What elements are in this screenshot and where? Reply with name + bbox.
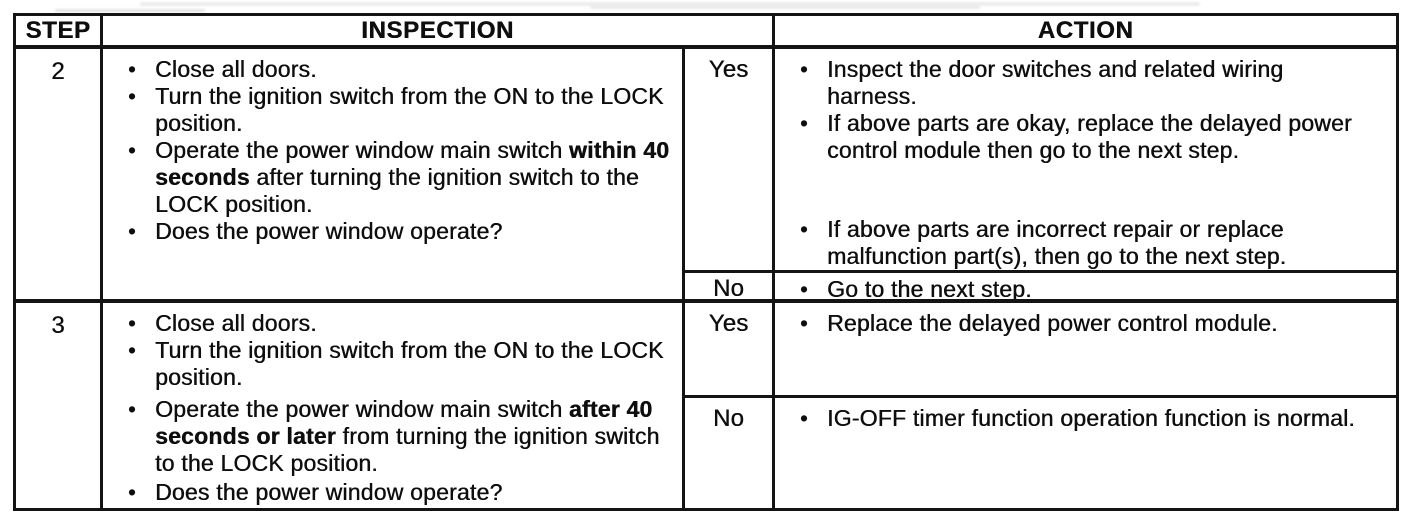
bullet-icon [800,216,827,243]
header-inspection: INSPECTION [103,16,775,49]
header-action: ACTION [775,16,1396,49]
action-text: IG-OFF timer function operation function… [827,405,1355,431]
bullet-icon [128,396,155,423]
no-action-cell-step-3: IG-OFF timer function operation function… [775,398,1396,508]
scan-artifact [590,6,980,9]
bullet-icon [128,218,155,245]
inspection-text: Does the power window operate? [155,218,503,244]
yes-action-cell-step-2: Inspect the door switches and related wi… [775,49,1396,273]
list-item: Turn the ignition switch from the ON to … [128,337,676,391]
yes-label: Yes [685,303,775,398]
list-item: Does the power window operate? [128,479,676,506]
yes-label: Yes [685,49,775,273]
inspection-cell-step-3: Close all doors. Turn the ignition switc… [103,303,685,508]
inspection-text-bold: within 40 seconds [155,137,670,190]
list-item: Replace the delayed power control module… [800,310,1390,337]
no-label: No [685,398,775,508]
list-item: If above parts are incorrect repair or r… [800,216,1390,270]
inspection-text-bold: after 40 seconds or later [155,396,653,449]
list-item: IG-OFF timer function operation function… [800,405,1390,432]
bullet-icon [800,56,827,83]
bullet-icon [128,337,155,364]
list-item: If above parts are okay, replace the del… [800,110,1390,164]
list-item: Operate the power window main switch wit… [128,137,676,218]
step-number-cell: 2 [16,49,103,303]
list-item: Operate the power window main switch aft… [128,396,676,477]
bullet-icon [128,56,155,83]
inspection-text: Operate the power window main switch aft… [155,396,675,477]
no-label: No [685,273,775,303]
action-text: If above parts are okay, replace the del… [827,110,1352,163]
inspection-text-pre: Operate the power window main switch [155,396,569,422]
troubleshooting-table: STEP INSPECTION ACTION 2 Close all doors… [13,13,1399,511]
bullet-icon [800,110,827,137]
list-item: Go to the next step. [800,276,1390,302]
bullet-icon [128,479,155,506]
action-text: If above parts are incorrect repair or r… [827,216,1287,269]
inspection-text: Turn the ignition switch from the ON to … [155,83,664,136]
bullet-icon [800,310,827,337]
inspection-text: Operate the power window main switch wit… [155,137,675,218]
inspection-text: Turn the ignition switch from the ON to … [155,337,664,390]
inspection-text: Close all doors. [155,310,317,336]
scan-artifact [55,9,205,12]
header-step: STEP [16,16,103,49]
inspection-cell-step-2: Close all doors. Turn the ignition switc… [103,49,685,303]
inspection-text-post: from turning the ignition switch to the … [155,423,660,476]
inspection-text-pre: Operate the power window main switch [155,137,569,163]
action-text: Replace the delayed power control module… [827,310,1278,336]
list-item: Close all doors. [128,56,676,83]
yes-action-cell-step-3: Replace the delayed power control module… [775,303,1396,398]
action-text: Inspect the door switches and related wi… [827,56,1284,109]
list-item: Close all doors. [128,310,676,337]
list-item: Does the power window operate? [128,218,676,245]
inspection-text-post: after turning the ignition switch to the… [155,164,639,217]
bullet-icon [128,137,155,164]
list-item: Turn the ignition switch from the ON to … [128,83,676,137]
bullet-icon [128,310,155,337]
inspection-text: Close all doors. [155,56,317,82]
list-item: Inspect the door switches and related wi… [800,56,1390,110]
action-text: Go to the next step. [827,276,1032,302]
inspection-text: Does the power window operate? [155,479,503,505]
scan-artifact [140,2,1200,6]
bullet-icon [800,276,827,299]
no-action-cell-step-2: Go to the next step. [775,273,1396,303]
bullet-icon [800,405,827,432]
step-number-cell: 3 [16,303,103,508]
bullet-icon [128,83,155,110]
